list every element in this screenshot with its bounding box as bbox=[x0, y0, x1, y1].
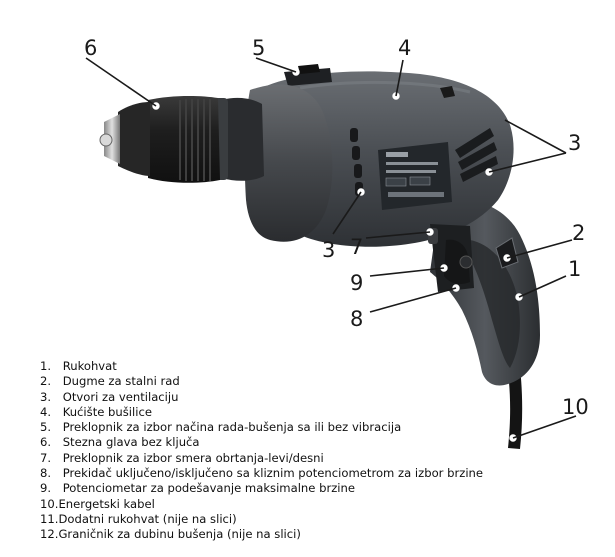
legend-item: 7. Preklopnik za izbor smera obrtanja-le… bbox=[40, 450, 324, 465]
callout-4: 4 bbox=[398, 36, 411, 60]
leader-7 bbox=[365, 231, 431, 239]
callout-1: 1 bbox=[568, 257, 581, 281]
legend-item: 3. Otvori za ventilaciju bbox=[40, 389, 179, 404]
trigger-assembly bbox=[428, 224, 474, 292]
soft-grip-insert bbox=[468, 240, 520, 368]
legend-item: 5. Preklopnik za izbor načina rada-bušen… bbox=[40, 420, 402, 435]
rating-label bbox=[378, 142, 452, 210]
callout-6: 6 bbox=[84, 36, 97, 60]
leader-2 bbox=[506, 239, 573, 259]
leader-6 bbox=[85, 57, 157, 107]
callout-3-vents-side: 3 bbox=[322, 238, 335, 262]
legend-item: 6. Stezna glava bez ključa bbox=[40, 435, 200, 450]
spindle-neck bbox=[222, 97, 264, 181]
legend-item: 10.Energetski kabel bbox=[40, 496, 155, 511]
leader-10 bbox=[512, 415, 577, 439]
legend-item: 9. Potenciometar za podešavanje maksimal… bbox=[40, 481, 355, 496]
leader-5 bbox=[255, 57, 297, 73]
keyless-chuck bbox=[99, 95, 220, 183]
callout-9: 9 bbox=[350, 271, 363, 295]
trigger bbox=[444, 239, 470, 284]
leader-lines bbox=[85, 57, 577, 439]
lock-on-button bbox=[495, 237, 519, 269]
leader-1 bbox=[518, 275, 567, 298]
front-casing bbox=[244, 84, 333, 242]
callout-2: 2 bbox=[572, 221, 585, 245]
callout-5: 5 bbox=[252, 36, 265, 60]
legend-item: 4. Kućište bušilice bbox=[40, 404, 152, 419]
callout-7: 7 bbox=[350, 235, 363, 259]
rear-vents bbox=[455, 128, 498, 182]
leader-4 bbox=[395, 59, 404, 97]
callout-3-vents-rear: 3 bbox=[568, 131, 581, 155]
legend-item: 2. Dugme za stalni rad bbox=[40, 374, 180, 389]
leader-9 bbox=[369, 267, 445, 277]
leader-3b bbox=[332, 191, 362, 235]
leader-3a-1 bbox=[504, 119, 567, 154]
legend-item: 1. Rukohvat bbox=[40, 359, 117, 373]
legend-item: 8. Prekidač uključeno/isključeno sa kliz… bbox=[40, 466, 484, 481]
callout-8: 8 bbox=[350, 307, 363, 331]
legend-item: 11.Dodatni rukohvat (nije na slici) bbox=[40, 511, 237, 526]
callout-10: 10 bbox=[562, 395, 589, 419]
leader-3a-2 bbox=[488, 152, 567, 173]
legend-item: 12.Graničnik za dubinu bušenja (nije na … bbox=[40, 527, 301, 542]
leader-8 bbox=[369, 287, 457, 313]
callout-numbers: 6 5 4 3 3 2 7 9 8 1 10 bbox=[84, 36, 589, 419]
parts-legend: 1. Rukohvat 2. Dugme za stalni rad 3. Ot… bbox=[40, 359, 483, 543]
